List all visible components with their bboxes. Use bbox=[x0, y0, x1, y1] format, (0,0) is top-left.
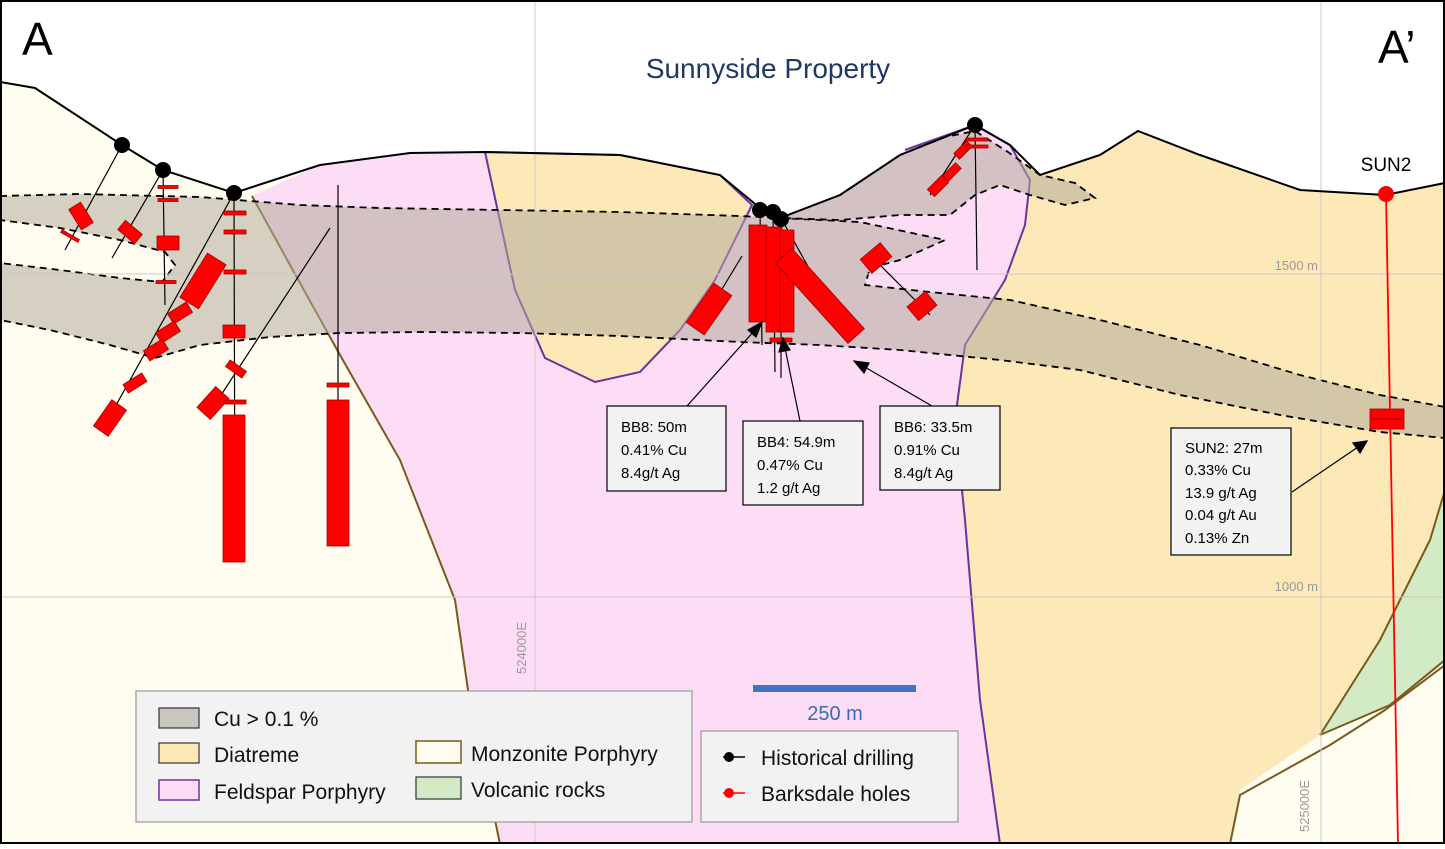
section-end-label: A’ bbox=[1378, 21, 1416, 73]
svg-text:0.04 g/t Au: 0.04 g/t Au bbox=[1185, 507, 1257, 524]
callout-bb6: BB6: 33.5m 0.91% Cu 8.4g/t Ag bbox=[879, 405, 1001, 491]
callout-leaders bbox=[686, 320, 1369, 493]
svg-text:BB6: 33.5m: BB6: 33.5m bbox=[894, 419, 972, 436]
svg-text:13.9 g/t Ag: 13.9 g/t Ag bbox=[1185, 485, 1257, 502]
scale-bar-label: 250 m bbox=[807, 703, 863, 725]
svg-text:8.4g/t Ag: 8.4g/t Ag bbox=[894, 465, 953, 482]
legend-swatch-volcanic bbox=[415, 776, 462, 800]
volcanic-rocks-unit bbox=[1320, 493, 1444, 735]
legend-label-feldspar: Feldspar Porphyry bbox=[214, 781, 386, 804]
legend-swatch-diatreme bbox=[158, 742, 200, 764]
cu-zone-main-band bbox=[1, 193, 1444, 439]
svg-text:8.4g/t Ag: 8.4g/t Ag bbox=[621, 465, 680, 482]
legend-swatch-monzonite bbox=[415, 740, 462, 764]
legend-swatch-feldspar bbox=[158, 779, 200, 801]
svg-text:0.41% Cu: 0.41% Cu bbox=[621, 442, 687, 459]
svg-text:SUN2: 27m: SUN2: 27m bbox=[1185, 440, 1263, 457]
section-start-label: A bbox=[22, 13, 53, 65]
elevation-label-1000: 1000 m bbox=[1275, 579, 1318, 594]
sun2-drill-trace bbox=[1385, 193, 1399, 843]
svg-text:0.13% Zn: 0.13% Zn bbox=[1185, 530, 1249, 547]
legend-label-barksdale: Barksdale holes bbox=[761, 783, 910, 806]
scale-bar bbox=[753, 685, 916, 692]
callout-sun2: SUN2: 27m 0.33% Cu 13.9 g/t Ag 0.04 g/t … bbox=[1170, 427, 1292, 556]
lithology-legend: Cu > 0.1 % Diatreme Feldspar Porphyry Mo… bbox=[135, 690, 693, 823]
svg-text:0.33% Cu: 0.33% Cu bbox=[1185, 462, 1251, 479]
historical-collars bbox=[114, 117, 983, 227]
callout-bb8: BB8: 50m 0.41% Cu 8.4g/t Ag bbox=[606, 405, 727, 492]
svg-text:1.2 g/t Ag: 1.2 g/t Ag bbox=[757, 480, 820, 497]
sun2-collar bbox=[1378, 186, 1394, 202]
callout-bb4: BB4: 54.9m 0.47% Cu 1.2 g/t Ag bbox=[742, 420, 864, 506]
map-title: Sunnyside Property bbox=[646, 53, 890, 84]
svg-text:0.91% Cu: 0.91% Cu bbox=[894, 442, 960, 459]
svg-text:BB4: 54.9m: BB4: 54.9m bbox=[757, 434, 835, 451]
drilling-legend: Historical drilling Barksdale holes bbox=[700, 730, 959, 823]
legend-barksdale-marker bbox=[724, 788, 734, 798]
legend-historical-marker bbox=[724, 752, 734, 762]
easting-label-524000: 524000E bbox=[514, 622, 529, 674]
legend-label-volcanic: Volcanic rocks bbox=[471, 779, 605, 802]
legend-label-monzonite: Monzonite Porphyry bbox=[471, 743, 658, 766]
legend-label-diatreme: Diatreme bbox=[214, 744, 299, 767]
legend-label-historical: Historical drilling bbox=[761, 747, 914, 770]
legend-swatch-cu bbox=[158, 707, 200, 729]
legend-label-cu: Cu > 0.1 % bbox=[214, 708, 318, 731]
sun2-hole-label: SUN2 bbox=[1361, 155, 1412, 176]
elevation-label-1500: 1500 m bbox=[1275, 258, 1318, 273]
mineralized-intercepts bbox=[60, 137, 1405, 563]
easting-label-525000: 525000E bbox=[1297, 780, 1312, 832]
svg-text:0.47% Cu: 0.47% Cu bbox=[757, 457, 823, 474]
svg-text:BB8: 50m: BB8: 50m bbox=[621, 419, 687, 436]
